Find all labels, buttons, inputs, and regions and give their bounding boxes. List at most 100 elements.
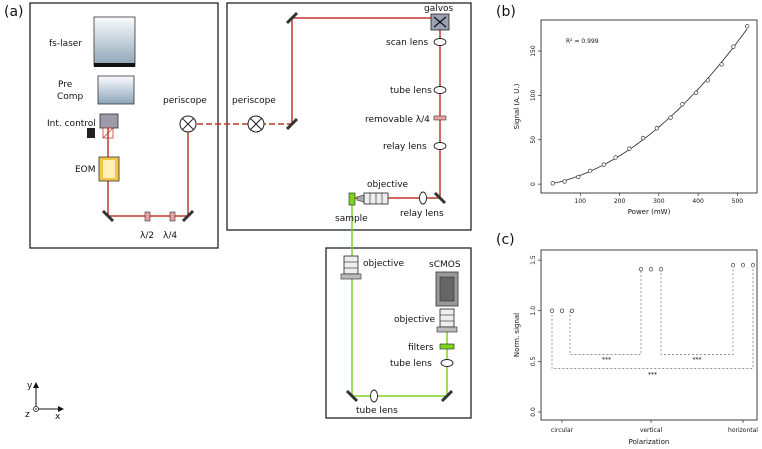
data-point (648, 267, 654, 272)
mirror-icon (433, 191, 447, 205)
scmos-label: sCMOS (429, 260, 461, 270)
x-tick-label: 300 (653, 198, 665, 205)
data-point (638, 267, 644, 272)
data-point (668, 115, 673, 120)
x-tick-label: 100 (575, 198, 587, 205)
objective-upper-label: objective (367, 180, 409, 190)
coordinate-axes (33, 382, 64, 412)
x-axis-label: Power (mW) (628, 208, 671, 216)
y-tick-label: 0 (530, 182, 537, 186)
pre-label: Pre (58, 80, 73, 90)
data-point (731, 44, 736, 49)
laser-box (29, 2, 219, 249)
tube-lens-upper-icon (433, 86, 447, 94)
tube-lens-bottom-label: tube lens (356, 406, 398, 416)
data-point (641, 135, 646, 141)
y-tick-label: 0.5 (530, 356, 537, 366)
x-tick-label: circular (551, 427, 574, 434)
data-point (680, 102, 685, 107)
tube-lens-right-label: tube lens (390, 359, 432, 369)
x-tick-label: horizontal (728, 427, 758, 434)
objective-right-label: objective (394, 315, 436, 325)
mirror-icon (285, 117, 299, 131)
int-control-box (99, 113, 119, 129)
half-wave-plate (144, 211, 151, 222)
mirror-icon (181, 209, 195, 223)
scan-box (226, 2, 472, 231)
data-point (550, 181, 555, 186)
y-axis-label: Signal (A. U.) (513, 83, 521, 129)
y-tick-label: 0.0 (530, 407, 537, 417)
mirror-icon (345, 389, 359, 403)
x-tick-label: 200 (614, 198, 626, 205)
data-point (719, 62, 724, 67)
int-control-label: Int. control (47, 119, 96, 129)
data-point (745, 24, 750, 29)
data-point (694, 90, 699, 95)
data-point (576, 174, 581, 180)
removable-quarter-label: removable λ/4 (365, 115, 430, 125)
data-point (658, 267, 664, 272)
removable-quarter-wave-plate (433, 115, 447, 121)
panel-c-label: (c) (496, 232, 515, 248)
mirror-icon (101, 209, 115, 223)
beam-dump-icon (87, 128, 95, 138)
objective-right-icon (439, 308, 455, 328)
tube-lens-right-icon (440, 359, 454, 367)
data-point (601, 162, 606, 167)
data-point (613, 155, 618, 160)
x-tick-label: vertical (640, 427, 663, 434)
eom-label: EOM (75, 165, 96, 175)
mirror-icon (285, 11, 299, 25)
x-tick-label: 500 (732, 198, 744, 205)
axis-x-label: x (55, 412, 61, 422)
comp-label: Comp (57, 92, 84, 102)
panel-a-label: (a) (4, 4, 24, 20)
tube-lens-bottom-icon (370, 389, 378, 403)
objective-lower-icon (343, 255, 359, 275)
data-point (750, 263, 756, 268)
data-point (569, 308, 575, 313)
quarter-wave-plate (169, 211, 176, 222)
y-axis-label: Norm. signal (513, 313, 521, 357)
plot-frame (540, 249, 758, 421)
periscope-left-label: periscope (163, 96, 207, 106)
scan-lens-icon (433, 38, 447, 46)
relay-lens-lower-label: relay lens (400, 209, 444, 219)
axis-z-label: z (25, 410, 30, 420)
r-squared-label: R² = 0.999 (566, 38, 599, 45)
significance-bracket (551, 265, 754, 369)
tube-lens-upper-label: tube lens (390, 86, 432, 96)
sample-label: sample (335, 214, 368, 224)
x-tick-label: 400 (692, 198, 704, 205)
half-wave-label: λ/2 (140, 231, 154, 241)
filters-icon (439, 343, 455, 350)
galvos-label: galvos (424, 4, 454, 14)
quarter-wave-label: λ/4 (163, 231, 177, 241)
panel-b-label: (b) (496, 4, 516, 20)
y-tick-label: 1.5 (530, 255, 537, 265)
y-tick-label: 100 (530, 90, 537, 102)
axis-y-label: y (27, 381, 33, 391)
significance-bracket (660, 265, 734, 355)
relay-lens-upper-icon (433, 142, 447, 150)
filters-label: filters (408, 343, 434, 353)
mirror-icon (440, 389, 454, 403)
plot-frame (540, 19, 758, 194)
fit-line (552, 28, 748, 184)
scan-lens-label: scan lens (386, 38, 428, 48)
fs-laser-base (94, 63, 135, 67)
significance-label: *** (693, 356, 702, 363)
fs-laser-label: fs-laser (49, 39, 82, 49)
relay-lens-upper-label: relay lens (383, 142, 427, 152)
significance-label: *** (648, 371, 657, 378)
data-point (587, 168, 593, 173)
data-point (705, 78, 711, 83)
objective-lower-label: objective (363, 259, 405, 269)
y-tick-label: 150 (530, 45, 537, 57)
y-tick-label: 50 (530, 136, 537, 144)
significance-bracket (569, 269, 642, 355)
